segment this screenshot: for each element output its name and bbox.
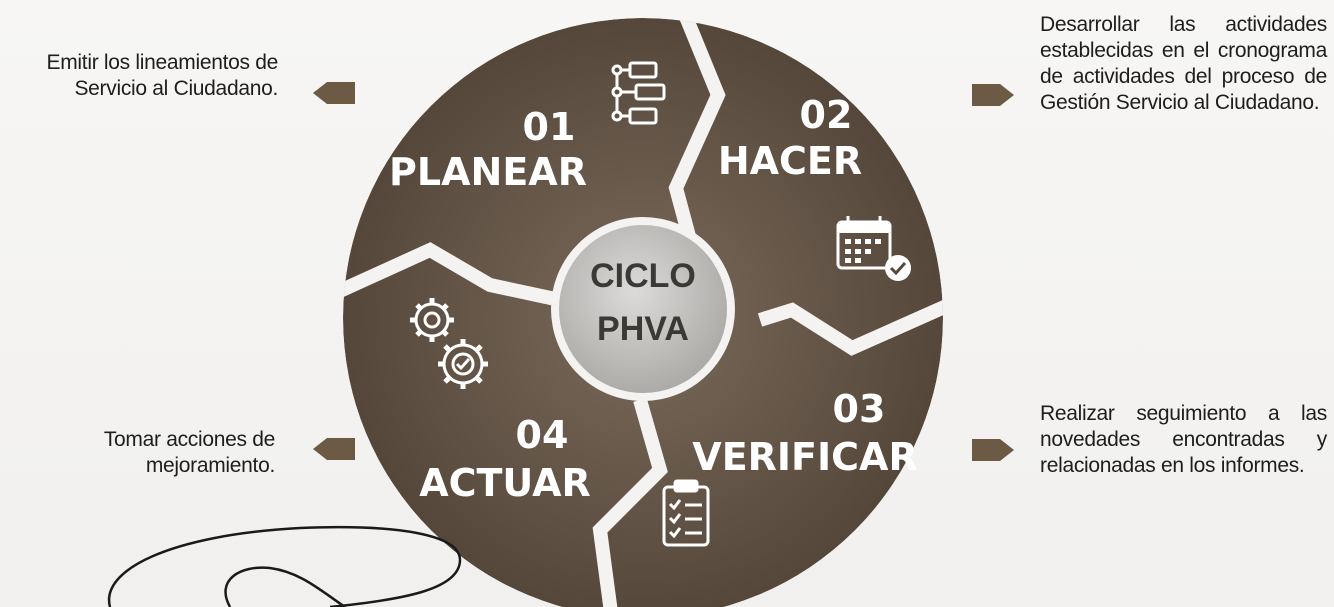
segment-separators — [343, 18, 943, 607]
center-title-line2: PHVA — [597, 310, 689, 348]
phase-name-verificar: VERIFICAR — [692, 435, 917, 479]
phase-actuar: 04 ACTUAR — [410, 298, 591, 505]
handwritten-signature — [107, 525, 462, 607]
phase-number-01: 01 — [523, 105, 576, 149]
phase-name-hacer: HACER — [718, 139, 862, 183]
phase-hacer: 02 HACER — [718, 93, 911, 281]
phase-name-planear: PLANEAR — [389, 150, 587, 194]
arrow-left-top — [313, 82, 355, 104]
calendar-check-icon — [836, 216, 911, 281]
center-circle: CICLO PHVA — [551, 217, 735, 401]
description-verificar: Realizar seguimiento a las novedades enc… — [1040, 402, 1327, 477]
phase-verificar: 03 VERIFICAR — [662, 387, 918, 547]
arrow-left-bottom — [313, 438, 355, 460]
phase-number-04: 04 — [516, 413, 569, 457]
arrow-right-top — [972, 84, 1014, 106]
gears-icon — [410, 298, 488, 389]
phase-number-02: 02 — [800, 93, 853, 137]
phase-name-actuar: ACTUAR — [419, 461, 591, 505]
phase-planear: 01 PLANEAR — [389, 61, 666, 194]
description-actuar: Tomar acciones de mejoramiento. — [103, 428, 275, 477]
arrow-markers — [313, 82, 1014, 461]
phase-number-03: 03 — [833, 387, 886, 431]
clipboard-checklist-icon — [662, 479, 710, 547]
flowchart-icon — [611, 61, 666, 125]
center-title-line1: CICLO — [590, 257, 696, 295]
description-planear: Emitir los lineamientos de Servicio al C… — [46, 51, 279, 100]
description-hacer: Desarrollar las actividades establecidas… — [1040, 13, 1327, 114]
arrow-right-bottom — [972, 439, 1014, 461]
